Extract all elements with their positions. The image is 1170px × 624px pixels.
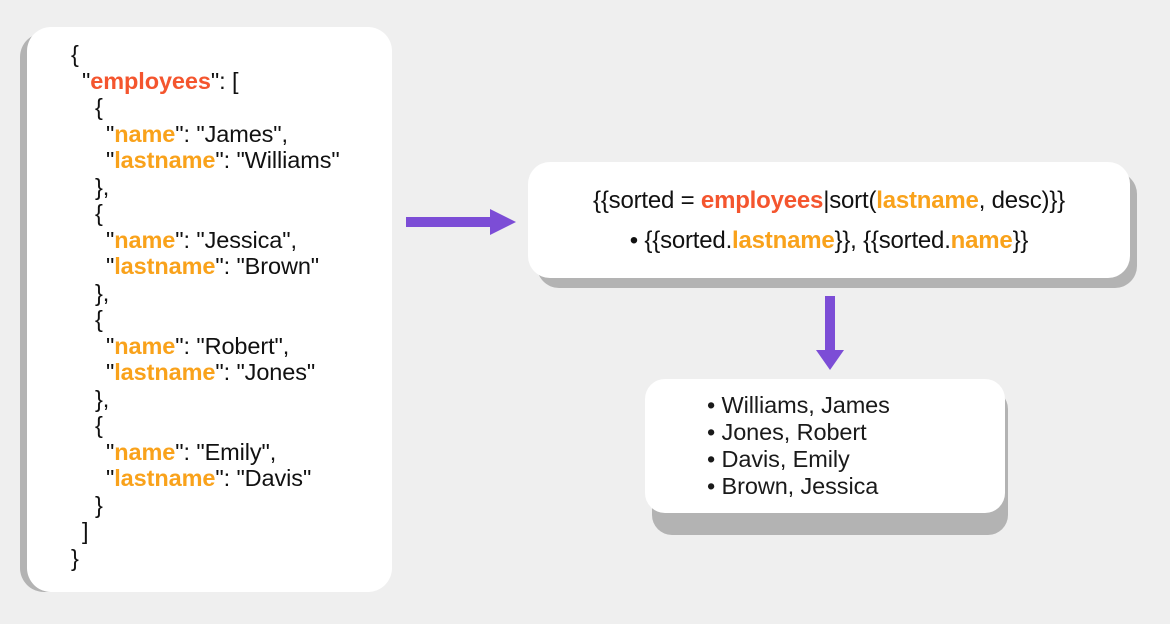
text-segment: {	[95, 94, 103, 120]
text-segment: "	[106, 226, 115, 253]
json-line: "name": "James",	[71, 121, 392, 148]
text-segment: lastname	[114, 147, 216, 173]
text-segment: "	[106, 465, 115, 491]
json-line: }	[71, 545, 392, 572]
text-segment: ": "Emily",	[175, 438, 277, 465]
text-segment: employees	[700, 186, 824, 214]
text-segment: },	[95, 279, 110, 306]
text-segment: "	[106, 332, 115, 359]
text-segment: }	[95, 491, 103, 518]
text-segment: lastname	[114, 253, 216, 279]
text-segment: "	[82, 67, 91, 94]
text-segment: name	[950, 226, 1013, 254]
arrow-json-to-template-icon	[406, 209, 516, 235]
text-segment: {	[95, 412, 103, 438]
json-line: {	[71, 306, 392, 333]
text-segment: "	[106, 147, 115, 173]
text-segment: }}, {{sorted.	[834, 226, 951, 254]
rendered-output-card: • Williams, James • Jones, Robert • Davi…	[645, 379, 1005, 513]
output-line: • Davis, Emily	[707, 446, 850, 472]
output-line: • Brown, Jessica	[707, 473, 879, 499]
text-segment: ": "Jones"	[215, 359, 316, 385]
text-segment: , desc)}}	[978, 186, 1065, 214]
json-line: "lastname": "Williams"	[71, 147, 392, 174]
text-segment: name	[114, 226, 176, 253]
text-segment: lastname	[876, 186, 979, 214]
json-line: "name": "Emily",	[71, 439, 392, 466]
text-segment: {	[95, 306, 103, 332]
text-segment: "	[106, 359, 115, 385]
json-line: }	[71, 492, 392, 519]
template-line-loop-output: • {{sorted.lastname}}, {{sorted.name}}	[629, 226, 1029, 254]
text-segment: },	[95, 173, 110, 200]
output-line: • Williams, James	[707, 392, 890, 418]
json-line: },	[71, 174, 392, 201]
text-segment: • {{sorted.	[629, 226, 733, 254]
text-segment: {	[95, 200, 103, 226]
json-line: ]	[71, 518, 392, 545]
text-segment: ": "Robert",	[175, 332, 290, 359]
text-segment: },	[95, 385, 110, 412]
text-segment: ": "Williams"	[215, 147, 340, 173]
text-segment: name	[114, 120, 176, 147]
template-line-sort-expression: {{sorted = employees|sort(lastname, desc…	[593, 187, 1065, 214]
json-line: {	[71, 200, 392, 227]
json-source-text: {"employees": [{"name": "James","lastnam…	[27, 41, 392, 571]
json-line: },	[71, 386, 392, 413]
json-line: "employees": [	[71, 68, 392, 95]
text-segment: ": "Brown"	[215, 253, 320, 279]
text-segment: ": "Davis"	[215, 465, 312, 491]
text-segment: {{sorted =	[593, 186, 701, 214]
text-segment: "	[106, 120, 115, 147]
json-line: {	[71, 94, 392, 121]
text-segment: |sort(	[823, 186, 877, 214]
text-segment: "	[106, 253, 115, 279]
json-line: "lastname": "Jones"	[71, 359, 392, 386]
text-segment: employees	[90, 67, 211, 94]
output-line: • Jones, Robert	[707, 419, 867, 445]
arrow-template-to-output-icon	[816, 296, 844, 370]
text-segment: lastname	[732, 226, 835, 254]
text-segment: ": "Jessica",	[175, 226, 297, 253]
text-segment: }}	[1012, 226, 1029, 254]
text-segment: "	[106, 438, 115, 465]
text-segment: }	[71, 544, 79, 571]
json-line: "name": "Robert",	[71, 333, 392, 360]
text-segment: lastname	[114, 359, 216, 385]
json-line: {	[71, 412, 392, 439]
json-line: "lastname": "Brown"	[71, 253, 392, 280]
text-segment: ": "James",	[175, 120, 288, 147]
text-segment: lastname	[114, 465, 216, 491]
text-segment: name	[114, 438, 176, 465]
text-segment: name	[114, 332, 176, 359]
json-line: "lastname": "Davis"	[71, 465, 392, 492]
json-line: {	[71, 41, 392, 68]
template-expression-card: {{sorted = employees|sort(lastname, desc…	[528, 162, 1130, 278]
text-segment: ]	[82, 518, 89, 544]
text-segment: ": [	[210, 67, 239, 94]
json-source-card: {"employees": [{"name": "James","lastnam…	[27, 27, 392, 592]
text-segment: {	[71, 41, 79, 67]
json-line: },	[71, 280, 392, 307]
json-line: "name": "Jessica",	[71, 227, 392, 254]
